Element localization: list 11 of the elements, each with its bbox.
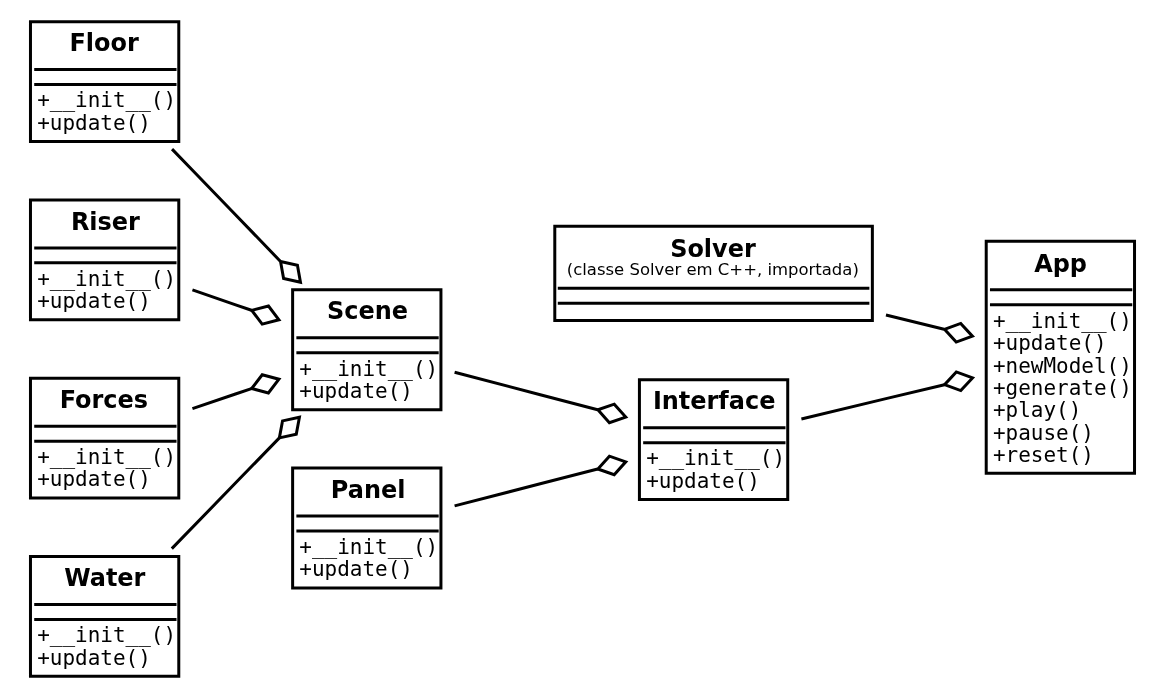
connector <box>800 370 975 421</box>
connector <box>170 415 301 550</box>
connector <box>191 373 281 411</box>
connector <box>453 370 628 425</box>
node-box: Solver (classe Solver em C++, importada) <box>552 224 874 323</box>
connector <box>453 454 628 508</box>
connector <box>191 288 281 326</box>
connector <box>170 148 302 285</box>
node-box: Interface +__init__() +update() <box>637 378 789 502</box>
node-box: App +__init__() +update() +newModel() +generate() +play() +pause() +reset() <box>984 239 1136 475</box>
connector <box>885 313 975 344</box>
